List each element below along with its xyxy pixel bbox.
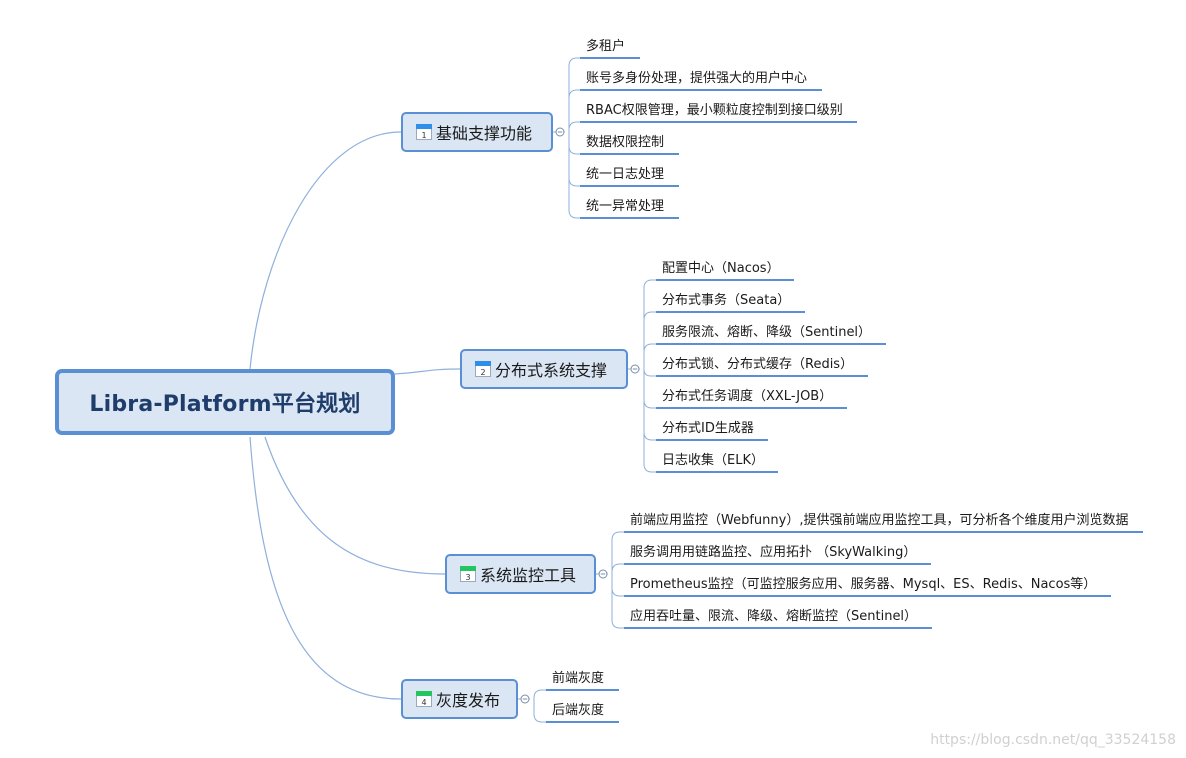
calendar-blue-icon: 1 <box>416 124 432 140</box>
branch-label: 分布式系统支撑 <box>495 361 608 380</box>
leaf-topic[interactable]: 账号多身份处理，提供强大的用户中心 <box>586 71 808 86</box>
leaf-topic[interactable]: 前端灰度 <box>552 671 605 686</box>
leaf-connector <box>533 689 546 699</box>
leaf-connector <box>568 57 580 132</box>
leaf-topic[interactable]: 后端灰度 <box>552 703 605 718</box>
calendar-green-icon: 3 <box>460 566 476 582</box>
leaf-connector <box>611 574 624 597</box>
leaf-topic[interactable]: 日志收集（ELK） <box>662 453 764 468</box>
leaf-topic[interactable]: 应用吞吐量、限流、降级、熔断监控（Sentinel） <box>630 609 918 624</box>
leaf-topic[interactable]: 多租户 <box>586 39 626 54</box>
root-curve-gray <box>249 436 402 700</box>
svg-text:2: 2 <box>480 368 485 377</box>
leaf-connector <box>643 311 656 369</box>
leaf-connector <box>611 563 624 574</box>
branch-monitoring-tools[interactable]: 3 系统监控工具 <box>445 554 596 594</box>
svg-text:1: 1 <box>421 131 426 140</box>
leaf-connector <box>568 89 580 132</box>
svg-text:3: 3 <box>465 573 470 582</box>
leaf-topic[interactable]: 分布式任务调度（XXL-JOB） <box>662 389 833 404</box>
watermark: https://blog.csdn.net/qq_33524158 <box>930 732 1176 748</box>
branch-label: 基础支撑功能 <box>436 124 533 143</box>
leaf-topic[interactable]: 前端应用监控（Webfunny）,提供强前端应用监控工具，可分析各个维度用户浏览… <box>630 513 1129 528</box>
leaf-connector <box>611 574 624 629</box>
leaf-topic[interactable]: 服务限流、熔断、降级（Sentinel） <box>662 325 872 340</box>
leaf-topic[interactable]: 配置中心（Nacos） <box>662 261 780 276</box>
root-curve-monitoring <box>264 436 446 575</box>
root-label: Libra-Platform平台规划 <box>89 392 361 417</box>
root-curve-basic <box>249 131 402 370</box>
leaf-topic[interactable]: RBAC权限管理，最小颗粒度控制到接口级别 <box>586 103 843 118</box>
branch-basic-support[interactable]: 1 基础支撑功能 <box>401 112 553 152</box>
leaf-topic[interactable]: Prometheus监控（可监控服务应用、服务器、Mysql、ES、Redis、… <box>630 577 1097 592</box>
leaf-topic[interactable]: 分布式锁、分布式缓存（Redis） <box>662 357 854 372</box>
branch-label: 灰度发布 <box>436 691 501 710</box>
leaf-topic[interactable]: 统一异常处理 <box>586 199 665 214</box>
leaf-topic[interactable]: 数据权限控制 <box>586 135 665 150</box>
leaf-connector <box>643 369 656 473</box>
branch-gray-release[interactable]: 4 灰度发布 <box>401 679 518 719</box>
branch-distributed-support[interactable]: 2 分布式系统支撑 <box>460 349 628 389</box>
root-curve-distributed <box>394 368 461 375</box>
leaf-connector <box>643 368 656 377</box>
leaf-connector <box>643 279 656 369</box>
branch-label: 系统监控工具 <box>480 566 577 585</box>
root-node[interactable]: Libra-Platform平台规划 <box>55 369 395 435</box>
leaf-topic[interactable]: 服务调用用链路监控、应用拓扑 （SkyWalking） <box>630 545 917 560</box>
svg-text:4: 4 <box>421 698 426 707</box>
leaf-connector <box>568 132 580 219</box>
calendar-blue-icon: 2 <box>475 361 491 377</box>
calendar-green-icon: 4 <box>416 691 432 707</box>
leaf-connector <box>533 699 546 723</box>
leaf-connector <box>568 132 580 155</box>
leaf-connector <box>611 531 624 574</box>
leaf-topic[interactable]: 分布式事务（Seata） <box>662 293 791 308</box>
leaf-topic[interactable]: 统一日志处理 <box>586 167 665 182</box>
leaf-connector <box>643 343 656 369</box>
leaf-connector <box>568 121 580 132</box>
leaf-connector <box>568 132 580 187</box>
leaf-connector <box>643 369 656 441</box>
leaf-topic[interactable]: 分布式ID生成器 <box>662 421 754 436</box>
